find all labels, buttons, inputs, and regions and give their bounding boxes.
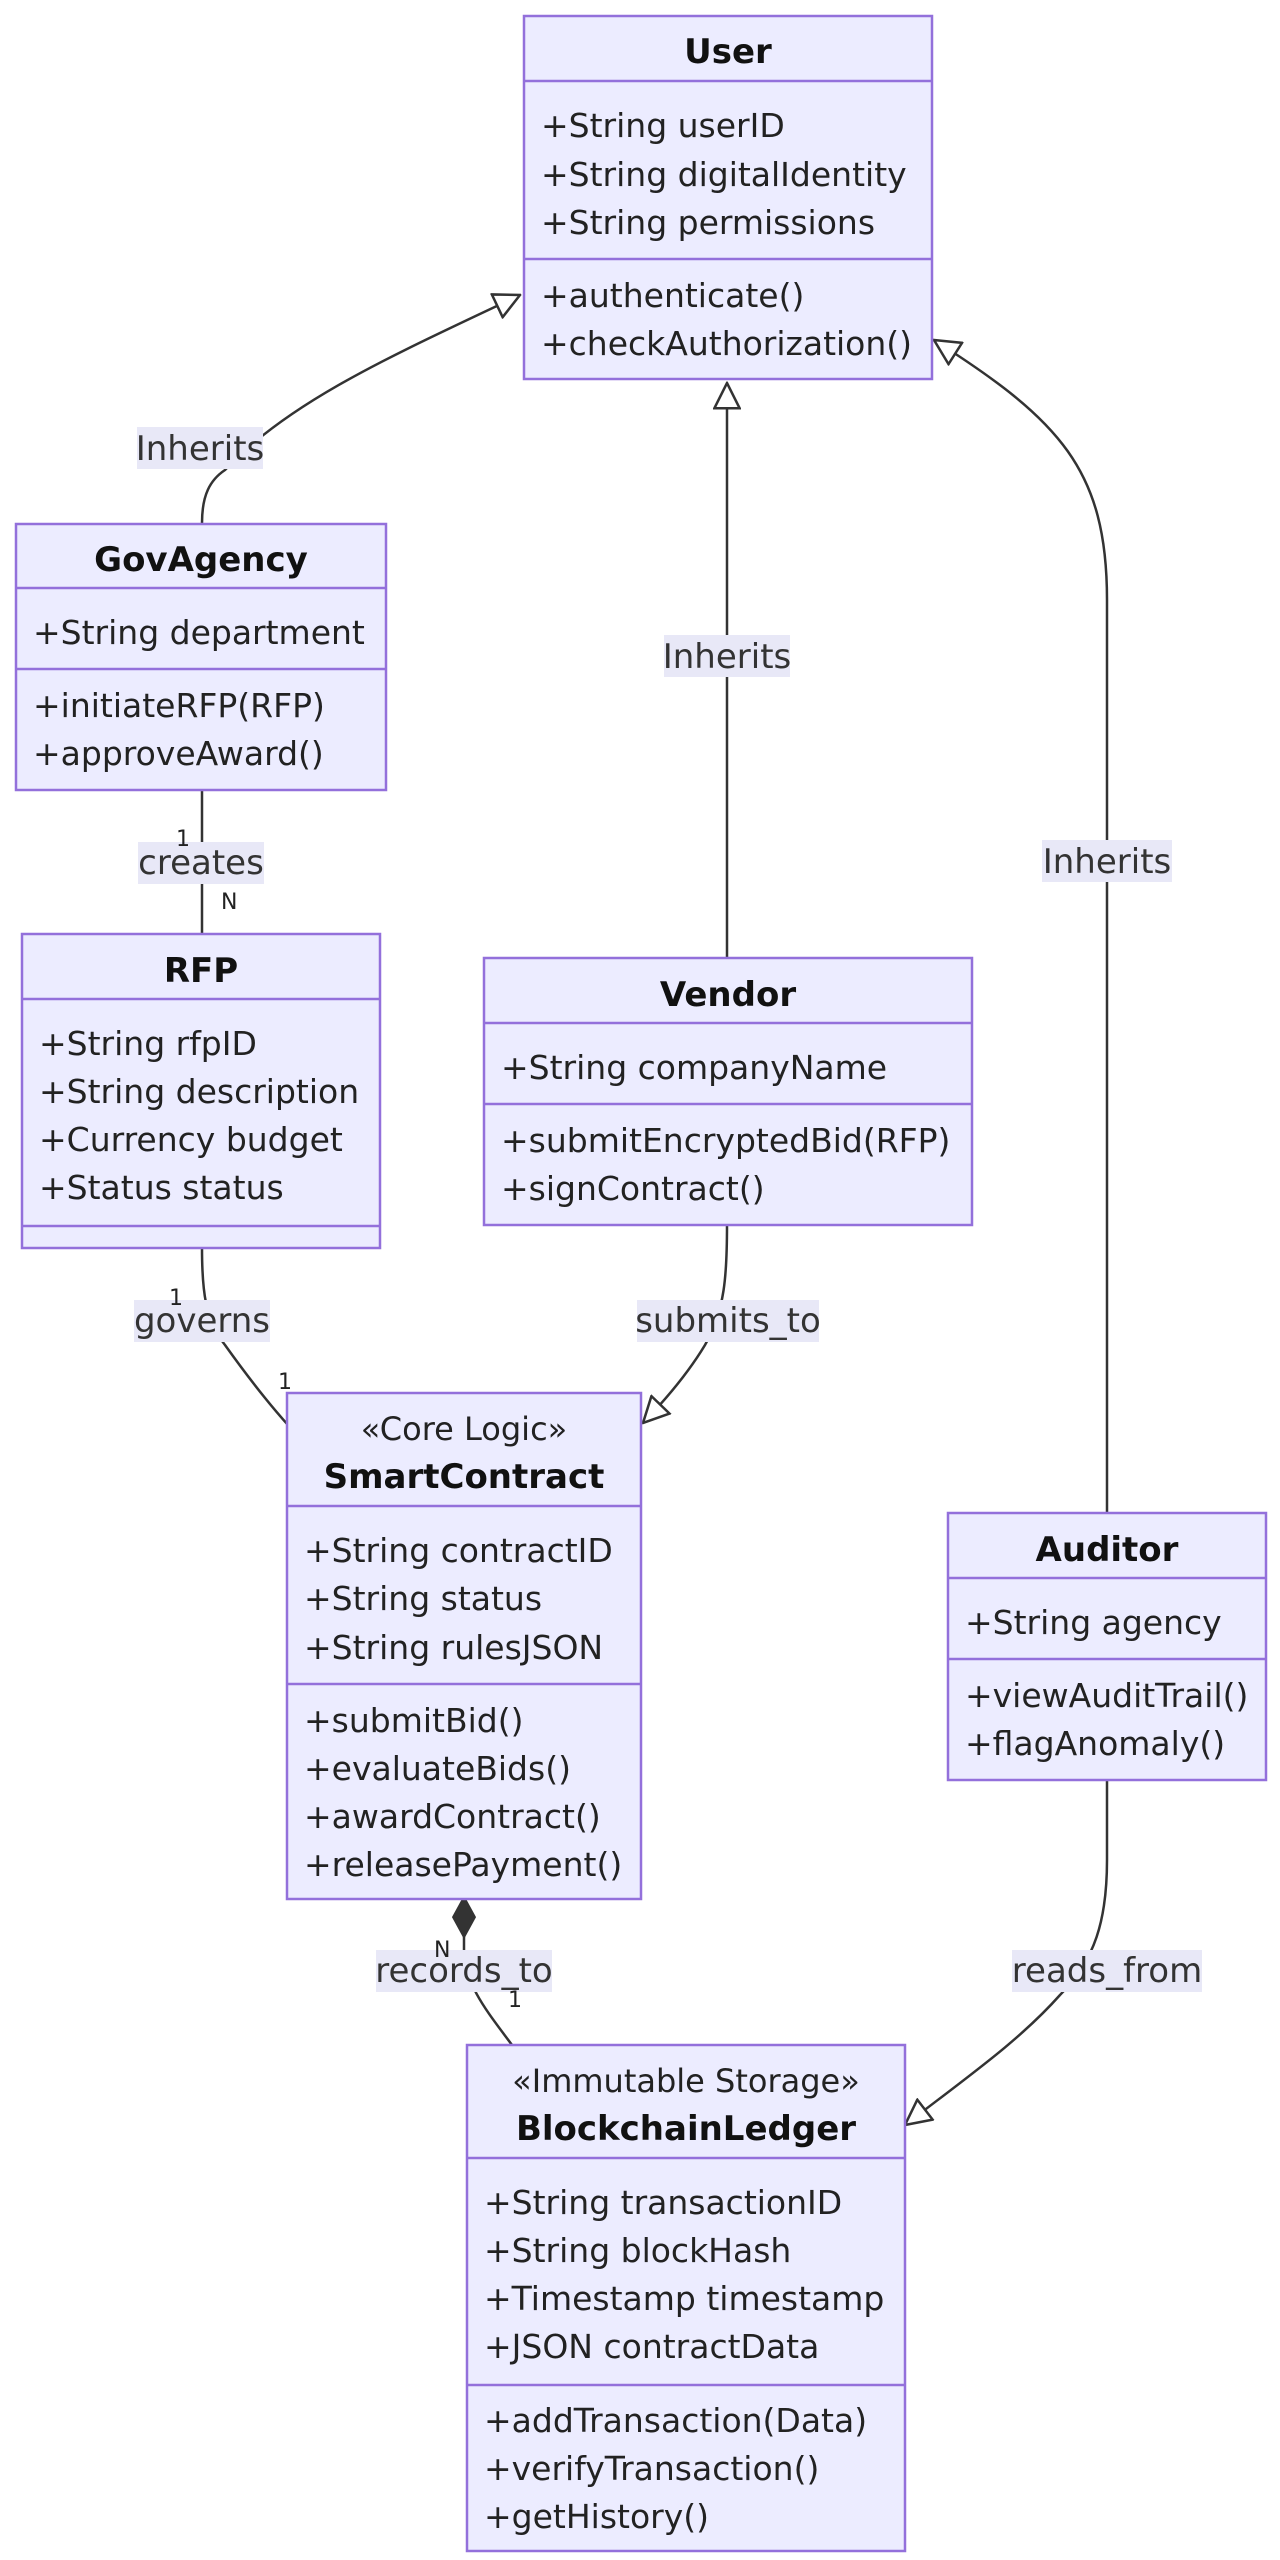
edge-label-submits-to: submits_to (635, 1301, 821, 1341)
edge-vendor-inherits-user: Inherits (663, 383, 792, 958)
multiplicity-label: 1 (176, 827, 190, 852)
class-attribute: +String department (33, 613, 365, 652)
class-name: RFP (164, 951, 238, 991)
multiplicity-label: 1 (278, 1370, 292, 1395)
class-attribute: +String status (304, 1579, 542, 1618)
class-attribute: +Timestamp timestamp (484, 2279, 884, 2318)
class-attribute: +String transactionID (484, 2183, 842, 2222)
class-attribute: +String permissions (541, 203, 875, 242)
edge-label-inherits: Inherits (1043, 842, 1172, 882)
class-method: +releasePayment() (304, 1845, 622, 1884)
edge-label-governs: governs (134, 1301, 270, 1341)
class-auditor[interactable]: Auditor +String agency +viewAuditTrail()… (946, 1511, 1268, 1782)
edge-label-bg (138, 842, 264, 884)
class-attribute: +String companyName (501, 1048, 887, 1087)
class-name: SmartContract (324, 1457, 605, 1497)
class-name: BlockchainLedger (516, 2109, 856, 2149)
multiplicity-label: N (221, 890, 237, 915)
multiplicity-label: 1 (169, 1286, 183, 1311)
class-method: +flagAnomaly() (965, 1724, 1225, 1763)
edge-auditor-reads-from-ledger: reads_from (905, 1780, 1202, 2125)
class-method: +checkAuthorization() (541, 324, 912, 363)
class-attribute: +String rulesJSON (304, 1628, 603, 1667)
class-method: +initiateRFP(RFP) (33, 686, 325, 725)
class-attribute: +String agency (965, 1603, 1222, 1642)
multiplicity-label: 1 (508, 1988, 522, 2013)
edge-label-reads-from: reads_from (1012, 1951, 1202, 1991)
class-attribute: +Status status (39, 1168, 284, 1207)
class-method: +verifyTransaction() (484, 2449, 819, 2488)
class-method: +approveAward() (33, 734, 324, 773)
class-user[interactable]: User +String userID +String digitalIdent… (522, 14, 934, 381)
class-method: +viewAuditTrail() (965, 1676, 1248, 1715)
class-stereotype: «Immutable Storage» (512, 2062, 860, 2100)
class-vendor[interactable]: Vendor +String companyName +submitEncryp… (482, 956, 974, 1227)
edge-auditor-inherits-user: Inherits (934, 340, 1172, 1513)
edge-label-bg (1042, 840, 1172, 882)
class-method: +awardContract() (304, 1797, 601, 1836)
class-blockchainledger[interactable]: «Immutable Storage» BlockchainLedger +St… (465, 2043, 907, 2553)
class-attribute: +String description (39, 1072, 359, 1111)
edge-label-creates: creates (138, 843, 264, 883)
edge-label-inherits: Inherits (663, 637, 792, 677)
class-attribute: +JSON contractData (484, 2327, 819, 2366)
class-attribute: +String blockHash (484, 2231, 791, 2270)
edge-govagency-inherits-user: Inherits (136, 295, 520, 524)
class-name: Vendor (660, 975, 796, 1015)
class-method: +submitEncryptedBid(RFP) (501, 1121, 950, 1160)
edge-smartcontract-records-to-ledger: records_to N 1 (375, 1897, 553, 2046)
class-method: +evaluateBids() (304, 1749, 571, 1788)
class-rfp[interactable]: RFP +String rfpID +String description +C… (20, 932, 382, 1250)
edge-label-bg (664, 635, 790, 677)
class-method: +getHistory() (484, 2497, 709, 2536)
class-method: +authenticate() (541, 276, 804, 315)
class-method: +submitBid() (304, 1701, 523, 1740)
class-method: +addTransaction(Data) (484, 2401, 867, 2440)
edge-label-bg (637, 1300, 819, 1342)
edge-label-bg (137, 427, 263, 469)
class-stereotype: «Core Logic» (361, 1410, 567, 1448)
edge-label-bg (134, 1300, 270, 1342)
edge-vendor-submits-to-smartcontract: submits_to (635, 1224, 821, 1423)
class-attribute: +String userID (541, 106, 785, 145)
multiplicity-label: N (434, 1938, 450, 1963)
class-method: +signContract() (501, 1169, 765, 1208)
class-smartcontract[interactable]: «Core Logic» SmartContract +String contr… (285, 1391, 643, 1901)
edge-label-bg (376, 1950, 552, 1992)
class-attribute: +String rfpID (39, 1024, 257, 1063)
class-attribute: +String contractID (304, 1531, 613, 1570)
edge-govagency-creates-rfp: creates 1 N (138, 790, 264, 933)
edge-rfp-governs-smartcontract: governs 1 1 (134, 1247, 292, 1426)
class-attribute: +String digitalIdentity (541, 155, 907, 194)
class-name: GovAgency (94, 540, 308, 580)
edge-label-records-to: records_to (375, 1951, 552, 1991)
class-name: Auditor (1036, 1530, 1179, 1570)
class-name: User (684, 32, 772, 72)
edge-label-inherits: Inherits (136, 429, 265, 469)
edge-label-bg (1012, 1950, 1202, 1992)
class-attribute: +Currency budget (39, 1120, 343, 1159)
class-govagency[interactable]: GovAgency +String department +initiateRF… (14, 522, 388, 792)
